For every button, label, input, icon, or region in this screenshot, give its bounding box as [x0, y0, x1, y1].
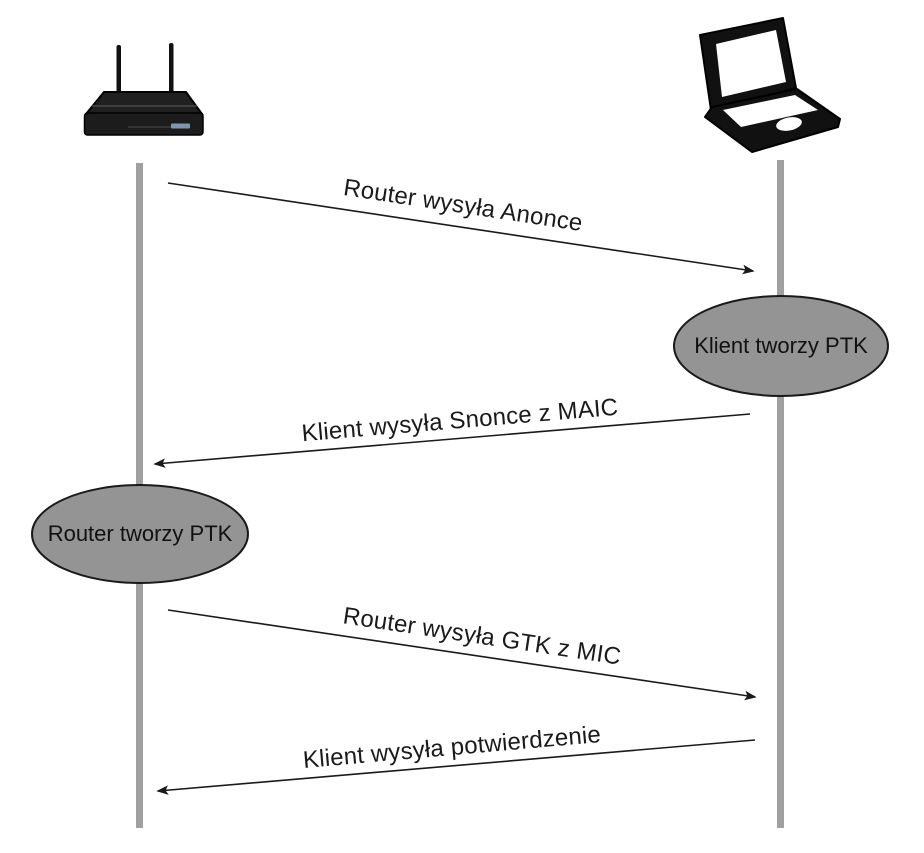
note-label-router: Router tworzy PTK [47, 521, 233, 546]
router-antenna-right [169, 43, 174, 100]
laptop-keyboard [723, 95, 818, 127]
router-front-face [83, 112, 204, 136]
laptop-icon [699, 17, 841, 153]
router-note-ellipse [31, 484, 249, 584]
message-arrow-4 [156, 739, 756, 795]
note-label-client: Klient tworzy PTK [694, 333, 868, 358]
router-icon [83, 43, 204, 136]
message-arrow-1 [167, 182, 755, 275]
message-arrow-2 [153, 413, 751, 468]
router-top-face [83, 91, 204, 115]
laptop-screen [716, 30, 786, 97]
laptop-touchpad [776, 117, 802, 131]
message-arrow-3 [167, 609, 757, 701]
client-lifeline [777, 160, 784, 828]
client-note-ellipse [673, 295, 889, 397]
router-led-strip [171, 123, 190, 129]
router-antenna-left [116, 45, 121, 100]
